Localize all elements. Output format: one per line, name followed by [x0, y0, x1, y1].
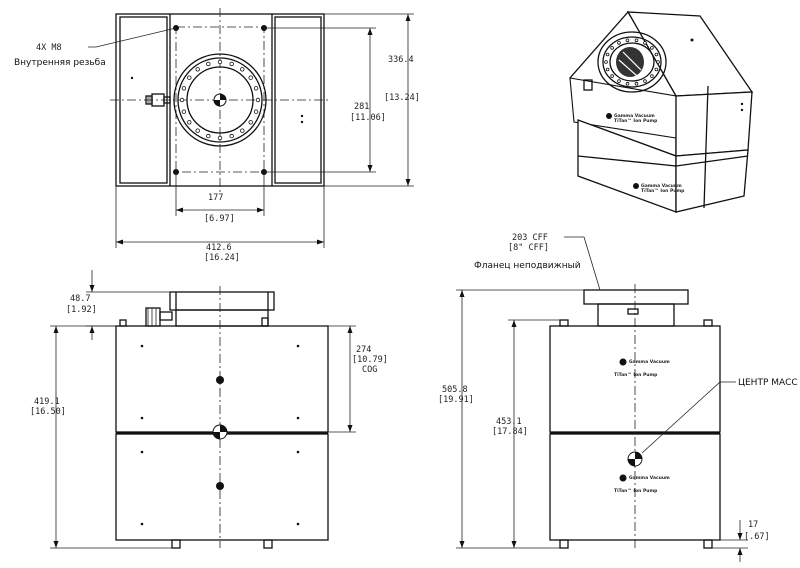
- flange-bolt-hole: [617, 41, 621, 45]
- flange-bolt-hole: [206, 133, 211, 139]
- front-cog-height-in: [10.79]: [352, 355, 388, 365]
- side-cog-height-in: [17.84]: [492, 427, 528, 437]
- flange-bolt-hole: [181, 86, 187, 91]
- flange-bolt-hole: [229, 61, 234, 67]
- top-overall-width: 412.6: [206, 243, 232, 253]
- top-bolt-height: 281: [354, 102, 369, 112]
- top-bolt-width-in: [6.97]: [204, 214, 235, 224]
- side-logo-maker: Gamma Vacuum: [629, 359, 670, 365]
- side-cog-height: 453.1: [496, 417, 522, 427]
- iso-logo-product: TiTan™ Ion Pump: [614, 118, 658, 124]
- thread-note-label: Внутренняя резьба: [14, 58, 106, 68]
- flange-bolt-hole: [179, 97, 185, 103]
- front-view: [115, 286, 329, 549]
- side-view-dimensions: 505.8 [19.91] 453.1 [17.84] 17 [.67] 203…: [438, 233, 798, 562]
- front-body-height: 419.1: [34, 397, 60, 407]
- top-overall-height-in: [13.24]: [384, 93, 420, 103]
- flange-bolt-hole: [217, 135, 223, 141]
- side-overall-height: 505.8: [442, 385, 468, 395]
- flange-bolt-hole: [610, 74, 614, 78]
- thread-qty-label: 4X M8: [36, 43, 62, 53]
- isometric-view: Gamma Vacuum TiTan™ Ion Pump Gamma Vacuu…: [569, 10, 754, 213]
- front-flange-offset-in: [1.92]: [66, 305, 97, 315]
- flange-bolt-hole: [634, 81, 639, 86]
- flange-bolt-hole: [206, 61, 211, 67]
- flange-bolt-hole: [650, 74, 654, 78]
- flange-bolt-hole: [643, 79, 647, 83]
- flange-bolt-hole: [634, 38, 639, 43]
- front-view-dimensions: 48.7 [1.92] 274 [10.79] COG 419.1 [16.50…: [30, 270, 388, 549]
- top-overall-width-in: [16.24]: [204, 253, 240, 263]
- side-logo-product: TiTan™ Ion Pump: [614, 372, 658, 378]
- flange-bolt-hole: [650, 46, 654, 50]
- side-overall-height-in: [19.91]: [438, 395, 474, 405]
- flange-bolt-hole: [605, 52, 610, 57]
- flange-bolt-hole: [610, 46, 614, 50]
- flange-bolt-hole: [187, 120, 192, 125]
- side-logo-product-2: TiTan™ Ion Pump: [614, 488, 658, 494]
- top-view: [110, 8, 330, 192]
- flange-bolt-hole: [181, 109, 187, 114]
- flange-bolt-hole: [605, 67, 610, 72]
- flange-bolt-hole: [625, 81, 630, 86]
- top-overall-height: 336.4: [388, 55, 414, 65]
- flange-bolt-hole: [240, 128, 245, 133]
- flange-bolt-hole: [187, 75, 192, 80]
- top-bolt-height-in: [11.06]: [350, 113, 386, 123]
- side-foot-height-in: [.67]: [744, 532, 770, 542]
- front-flange-offset: 48.7: [70, 294, 90, 304]
- flange-bolt-hole: [195, 128, 200, 133]
- flange-bolt-hole: [604, 60, 608, 64]
- thread-callout: 4X M8 Внутренняя резьба: [14, 27, 177, 68]
- flange-bolt-hole: [253, 86, 259, 91]
- flange-bolt-hole: [253, 109, 259, 114]
- flange-note-label: Фланец неподвижный: [474, 261, 581, 271]
- flange-bolt-hole: [248, 75, 253, 80]
- flange-size-in-label: [8" CFF]: [508, 243, 549, 253]
- iso-logo-maker: Gamma Vacuum: [614, 113, 655, 119]
- side-view: Gamma Vacuum TiTan™ Ion Pump Gamma Vacuu…: [549, 284, 721, 550]
- flange-bolt-hole: [248, 120, 253, 125]
- flange-bolt-hole: [654, 67, 659, 72]
- front-cog-height: 274: [356, 345, 371, 355]
- front-body-height-in: [16.50]: [30, 407, 66, 417]
- side-logo-maker-2: Gamma Vacuum: [629, 475, 670, 481]
- top-view-dimensions: 336.4 [13.24] 281 [11.06] 177 [6.97] 412…: [115, 13, 420, 263]
- iso-logo-product-2: TiTan™ Ion Pump: [641, 188, 685, 194]
- flange-bolt-hole: [625, 38, 630, 43]
- flange-bolt-hole: [656, 60, 660, 64]
- flange-bolt-hole: [240, 67, 245, 72]
- flange-bolt-hole: [643, 41, 647, 45]
- iso-logo-maker-2: Gamma Vacuum: [641, 183, 682, 189]
- flange-bolt-hole: [617, 79, 621, 83]
- flange-bolt-hole: [654, 52, 659, 57]
- flange-bolt-hole: [255, 97, 261, 103]
- side-foot-height: 17: [748, 520, 758, 530]
- flange-bolt-hole: [229, 133, 234, 139]
- center-of-mass-label: ЦЕНТР МАСС: [738, 378, 798, 388]
- flange-bolt-hole: [217, 59, 223, 65]
- front-cog-label: COG: [362, 365, 377, 375]
- flange-size-label: 203 CFF: [512, 233, 548, 243]
- top-bolt-width: 177: [208, 193, 223, 203]
- flange-bolt-hole: [195, 67, 200, 72]
